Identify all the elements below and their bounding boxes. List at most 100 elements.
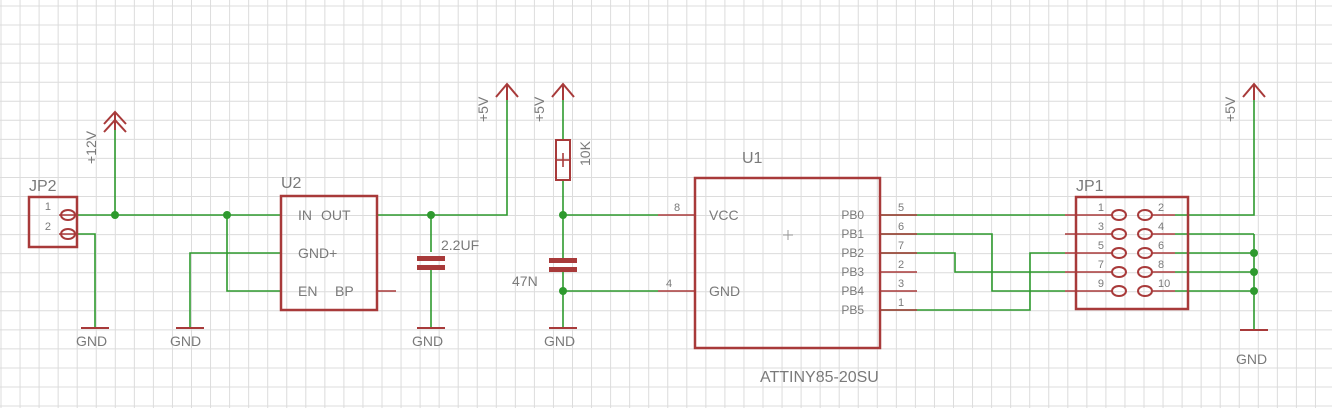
- ground-symbol[interactable]: GND: [76, 327, 109, 349]
- wire-jp2-gnd[interactable]: [77, 233, 96, 328]
- jp1-pin-number: 9: [1098, 278, 1104, 290]
- junction-dot: [1250, 268, 1258, 276]
- jp1-pad: [1111, 228, 1127, 240]
- u2-pin-en: EN: [298, 283, 317, 299]
- u1-pin-label-pb1: PB1: [841, 227, 864, 241]
- u2-regulator[interactable]: U2 IN OUT GND+ EN BP: [279, 175, 396, 312]
- supply-5v-arrow-icon: [551, 82, 575, 100]
- ground-label: GND: [544, 333, 575, 349]
- jp1-pin-number: 7: [1098, 259, 1104, 271]
- jp2-pin-number: 1: [45, 201, 51, 213]
- c1-value: 2.2UF: [441, 237, 479, 253]
- wire-pb0[interactable]: [880, 100, 1255, 216]
- jp1-pad: [1137, 209, 1153, 221]
- c2-value: 47N: [512, 273, 538, 289]
- supply-12v[interactable]: +12V: [83, 110, 127, 164]
- resistor-r1[interactable]: 10K: [555, 139, 593, 181]
- jp1-pin-stubs: [1065, 214, 1175, 292]
- ground-symbol[interactable]: GND: [1236, 329, 1268, 367]
- supply-5v[interactable]: +5V: [1222, 82, 1266, 122]
- capacitor-c2[interactable]: 47N: [512, 258, 577, 289]
- u1-pin-number: 1: [898, 297, 904, 309]
- junction-dot: [1250, 249, 1258, 257]
- c2-plate-bottom: [549, 267, 577, 272]
- u1-value: ATTINY85-20SU: [760, 369, 879, 386]
- supply-12v-arrow-icon: [103, 110, 127, 133]
- u2-pin-out: OUT: [321, 207, 351, 223]
- u1-pin-number: 4: [666, 278, 672, 290]
- jp1-name: JP1: [1076, 178, 1104, 195]
- c1-plate-bottom: [417, 265, 445, 270]
- ground-symbol[interactable]: GND: [412, 327, 445, 349]
- u1-pin-label-gnd: GND: [709, 283, 740, 299]
- u2-pin-gnd: GND+: [298, 245, 337, 261]
- jp2-body: [27, 195, 79, 249]
- jp2-connector[interactable]: JP2 1 2: [27, 178, 79, 249]
- jp1-pad: [1111, 285, 1127, 297]
- junction-dot: [111, 211, 119, 219]
- junction-dot: [223, 211, 231, 219]
- u1-pin-number: 3: [898, 278, 904, 290]
- u1-microcontroller[interactable]: U1 ATTINY85-20SU VCC GND 8 4 PB0 PB1 PB2…: [658, 150, 917, 386]
- u1-name: U1: [742, 150, 763, 167]
- jp1-header[interactable]: JP1 1 3 5 7 9 2 4 6 8 10: [1065, 178, 1190, 311]
- wire-u2-out-5v[interactable]: [377, 100, 508, 252]
- capacitor-c1[interactable]: 2.2UF: [417, 237, 479, 270]
- junction-dot: [1250, 287, 1258, 295]
- wire-pb1[interactable]: [880, 233, 1065, 292]
- u1-pin-label-pb4: PB4: [841, 284, 864, 298]
- jp2-pad-1: [60, 209, 76, 221]
- jp2-name: JP2: [29, 178, 57, 195]
- wire-pb2[interactable]: [880, 252, 1065, 273]
- junction-dot: [559, 287, 567, 295]
- u2-pin-bp: BP: [335, 283, 354, 299]
- wire-pb5[interactable]: [880, 252, 1065, 311]
- jp1-pin-lines: [1065, 214, 1175, 292]
- jp1-pin-number: 5: [1098, 240, 1104, 252]
- u1-pin-label-pb3: PB3: [841, 265, 864, 279]
- jp1-pad: [1137, 247, 1153, 259]
- wire-u1-gnd[interactable]: [562, 272, 658, 328]
- ground-label: GND: [1236, 351, 1267, 367]
- junction-dot: [559, 211, 567, 219]
- c2-plate-top: [549, 258, 577, 263]
- jp1-pin-number: 3: [1098, 221, 1104, 233]
- wires: [77, 100, 1255, 330]
- supply-5v-label: +5V: [531, 96, 547, 122]
- ground-symbol[interactable]: GND: [544, 327, 577, 349]
- u1-pin-label-pb0: PB0: [841, 208, 864, 222]
- u2-pin-in: IN: [298, 207, 312, 223]
- u2-name: U2: [281, 175, 302, 192]
- junction-dot: [427, 211, 435, 219]
- jp1-pads: [1111, 209, 1153, 297]
- supply-12v-label: +12V: [83, 130, 99, 164]
- jp1-pad: [1137, 266, 1153, 278]
- jp1-pin-number: 4: [1158, 221, 1164, 233]
- u1-body: [693, 176, 882, 350]
- u1-pin-number: 8: [674, 202, 680, 214]
- c1-plate-top: [417, 256, 445, 261]
- jp2-pad-2: [60, 228, 76, 240]
- u2-body: [279, 194, 379, 312]
- jp1-pad: [1111, 209, 1127, 221]
- jp1-pin-number: 10: [1158, 278, 1170, 290]
- supply-5v[interactable]: +5V: [531, 82, 575, 122]
- wire-jp1-right[interactable]: [1175, 233, 1255, 330]
- ground-label: GND: [412, 333, 443, 349]
- ground-label: GND: [170, 333, 201, 349]
- ground-label: GND: [76, 333, 107, 349]
- jp1-pin-number: 6: [1158, 240, 1164, 252]
- wire-u2-gnd[interactable]: [189, 252, 281, 328]
- wire-12v-net[interactable]: [77, 130, 281, 292]
- jp1-pad: [1137, 285, 1153, 297]
- supply-5v-label: +5V: [475, 96, 491, 122]
- u1-pin-label-vcc: VCC: [709, 207, 739, 223]
- jp1-pad: [1111, 266, 1127, 278]
- supply-5v-label: +5V: [1222, 96, 1238, 122]
- ground-symbol[interactable]: GND: [170, 327, 204, 349]
- supply-5v[interactable]: +5V: [475, 82, 519, 122]
- jp1-pad: [1111, 247, 1127, 259]
- jp1-pin-number: 2: [1158, 202, 1164, 214]
